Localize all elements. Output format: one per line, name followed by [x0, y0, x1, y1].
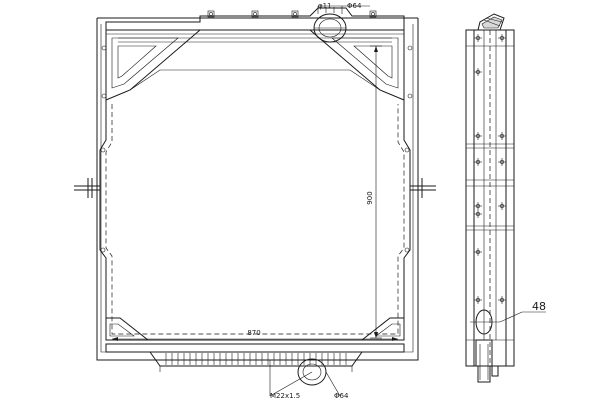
side-frame — [465, 29, 515, 367]
bolt-icon — [474, 210, 482, 218]
bottom-header-tank — [105, 343, 405, 372]
bolt-icon — [498, 296, 506, 304]
cross-brace — [129, 69, 381, 91]
height-dimension-label: 900 — [366, 191, 374, 204]
width-dimension — [112, 337, 398, 341]
bolt-icon — [474, 34, 482, 42]
bolt-icon — [498, 132, 506, 140]
front-view: φ11 Φ64 — [74, 2, 436, 400]
bolt-icon — [404, 247, 410, 253]
bolt-icon — [474, 248, 482, 256]
depth-dimension — [470, 311, 546, 323]
filler-cap — [313, 5, 370, 43]
side-bolts — [474, 34, 506, 304]
bolt-icon — [474, 132, 482, 140]
bolt-icon — [498, 158, 506, 166]
top-header-tank — [105, 7, 405, 43]
right-lower-bracket — [360, 317, 405, 341]
outlet-diameter-label: Φ64 — [334, 392, 349, 400]
cap-small-diameter-label: φ11 — [318, 2, 332, 10]
height-dimension — [370, 45, 382, 339]
bolt-icon — [498, 202, 506, 210]
bottom-tank-ribs — [165, 353, 347, 365]
width-dimension-label: 870 — [247, 329, 260, 337]
left-lower-bracket — [105, 317, 150, 341]
right-upper-bracket — [308, 29, 413, 101]
bolt-icon — [404, 147, 410, 153]
bolt-icon — [474, 68, 482, 76]
left-upper-bracket — [101, 29, 202, 101]
bolt-icon — [474, 202, 482, 210]
bolt-icon — [474, 296, 482, 304]
bolt-icon — [498, 34, 506, 42]
side-bottom-outlet — [475, 309, 499, 383]
thread-label: M22x1.5 — [270, 392, 300, 400]
drain-outlet — [269, 358, 341, 397]
right-mounting-pin — [410, 178, 436, 198]
bolt-icon — [100, 247, 106, 253]
outer-frame — [96, 17, 419, 361]
side-top-cap — [477, 13, 505, 31]
radiator-core — [99, 100, 411, 341]
depth-dimension-label: 48 — [532, 300, 546, 313]
left-mounting-pin — [74, 178, 100, 198]
bolt-icon — [100, 147, 106, 153]
side-view: 48 — [465, 13, 546, 383]
bolt-icon — [474, 158, 482, 166]
cap-large-diameter-label: Φ64 — [347, 2, 362, 10]
